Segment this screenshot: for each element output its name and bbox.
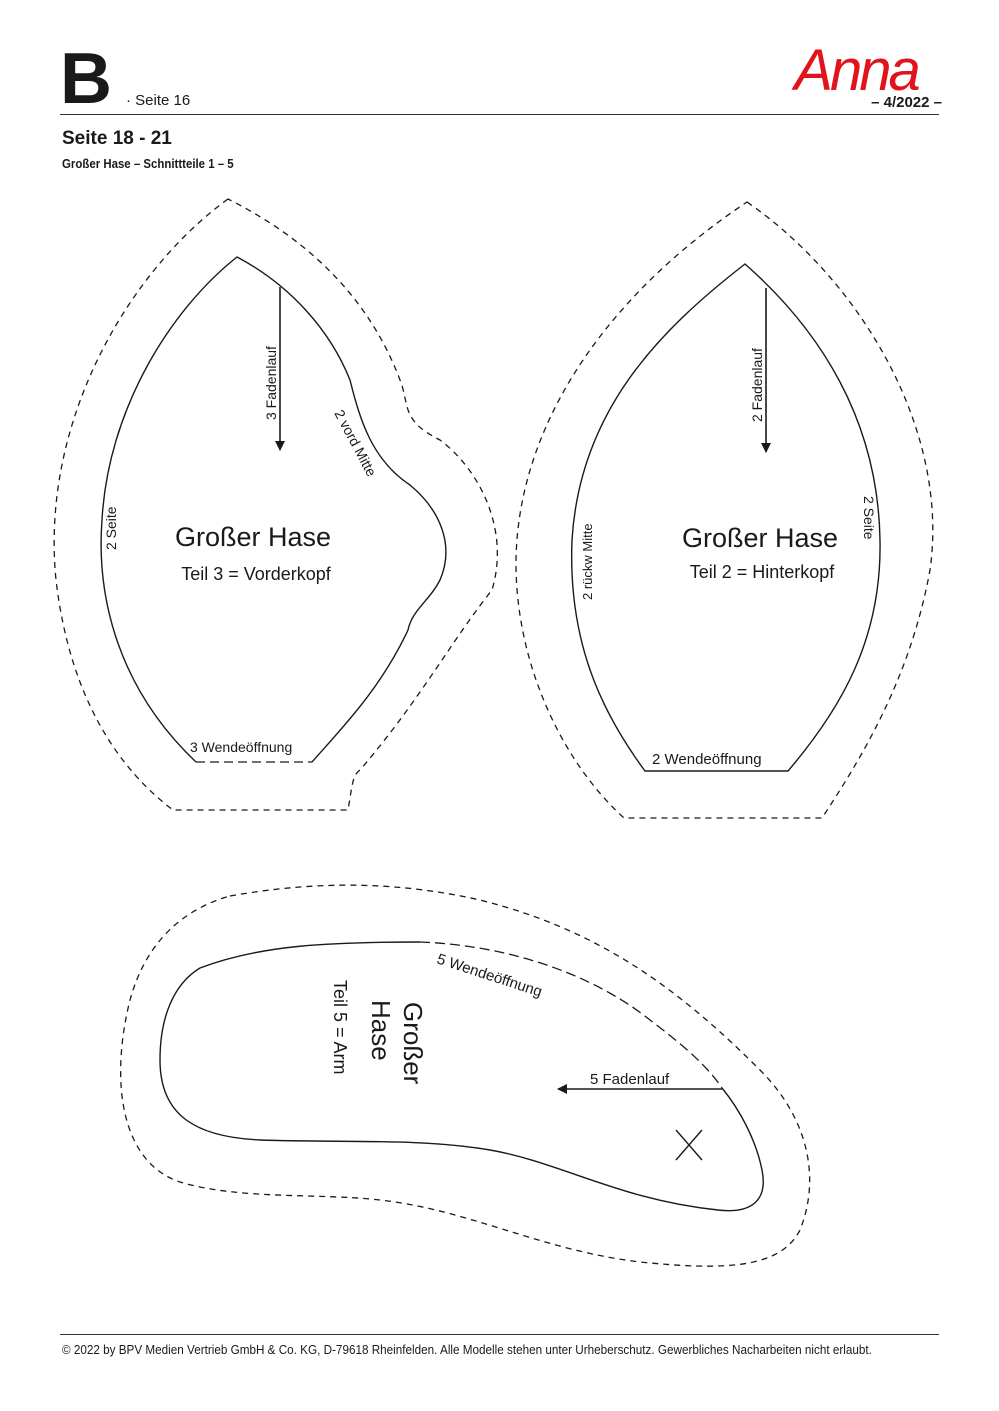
seam-allowance-outline [515,201,934,819]
side-label: 2 Seite [861,496,877,540]
piece-title-line1: Großer [398,1002,428,1085]
section-subtitle: Großer Hase – Schnittteile 1 – 5 [62,156,234,171]
placement-cross-icon [675,1129,703,1161]
pattern-piece-vorderkopf: 3 Fadenlauf 2 vord Mitte 2 Seite 3 Wende… [53,198,498,811]
footer-divider [60,1334,939,1335]
piece-part: Teil 2 = Hinterkopf [690,562,836,582]
opening-label: 3 Wendeöffnung [190,739,292,755]
mid-label: 2 rückw Mitte [580,523,595,600]
section-title: Seite 18 - 21 [62,128,172,149]
seam-allowance-outline [53,198,498,811]
opening-label: 5 Wendeöffnung [435,951,544,1001]
grain-label: 2 Fadenlauf [749,348,765,422]
piece-title: Großer Hase [682,523,838,553]
piece-title-line2: Hase [366,1000,396,1061]
cut-outline [159,941,764,1212]
cut-outline [570,263,881,772]
pattern-piece-arm: 5 Wendeöffnung 5 Fadenlauf Großer Hase T… [119,884,811,1267]
seam-allowance-outline [119,884,811,1267]
opening-label: 2 Wendeöffnung [652,751,762,768]
sheet-letter: B [60,39,112,119]
grain-label: 3 Fadenlauf [263,346,279,420]
grain-label: 5 Fadenlauf [590,1071,670,1088]
cut-outline [100,256,447,763]
header-divider [60,114,939,115]
page-reference: · Seite 16 [126,92,191,109]
pattern-piece-hinterkopf: 2 Fadenlauf 2 rückw Mitte 2 Seite 2 Wend… [515,201,934,819]
issue-number: – 4/2022 – [871,94,942,111]
piece-title: Großer Hase [175,522,331,552]
piece-part: Teil 5 = Arm [330,980,350,1075]
side-label: 2 Seite [103,506,119,550]
copyright-notice: © 2022 by BPV Medien Vertrieb GmbH & Co.… [62,1342,872,1357]
page-header: B · Seite 16 Anna – 4/2022 – [0,0,999,120]
opening-line [419,941,723,1089]
anna-logo: Anna [791,40,922,96]
piece-part: Teil 3 = Vorderkopf [181,564,332,584]
logo-wordmark: Anna [791,40,919,96]
